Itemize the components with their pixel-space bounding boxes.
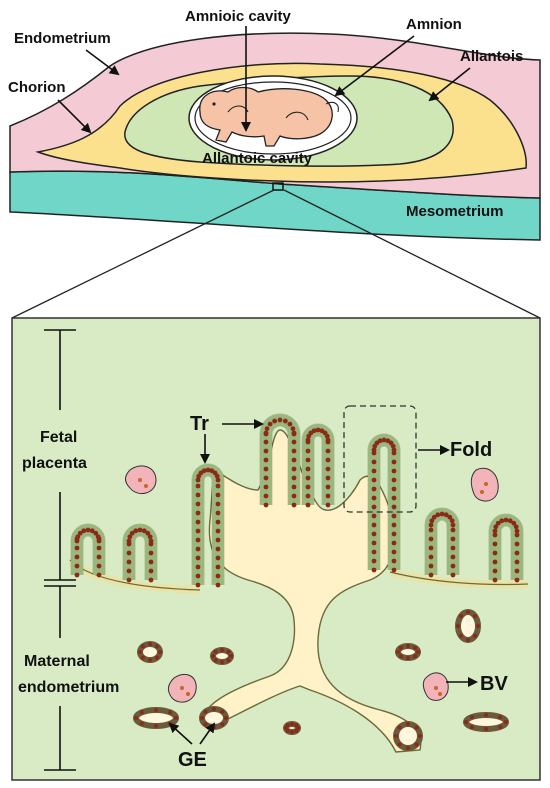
label-maternal-endometrium-line2: endometrium bbox=[18, 679, 119, 696]
villus bbox=[70, 523, 106, 578]
gland bbox=[283, 721, 301, 735]
gland bbox=[395, 643, 421, 661]
villus bbox=[424, 507, 460, 578]
label-tr: Tr bbox=[190, 413, 209, 435]
uterus-overview bbox=[9, 32, 541, 241]
arrow-allantois bbox=[428, 67, 471, 102]
label-maternal-endometrium-line1: Maternal bbox=[24, 653, 90, 670]
gland bbox=[210, 647, 234, 665]
arrow-endometrium bbox=[85, 49, 120, 76]
arrow-ge-right bbox=[199, 722, 216, 745]
label-fetal-placenta-line2: placenta bbox=[22, 455, 87, 472]
arrow-ge-left bbox=[168, 722, 193, 745]
villus-folds bbox=[70, 413, 524, 588]
label-ge: GE bbox=[178, 749, 207, 771]
label-allantois: Allantois bbox=[460, 48, 523, 65]
fetus bbox=[199, 86, 339, 147]
villus bbox=[488, 513, 524, 583]
villus bbox=[259, 413, 301, 508]
label-bv: BV bbox=[480, 673, 508, 695]
zoom-line-left bbox=[11, 189, 275, 319]
scale-fetal-placenta bbox=[44, 329, 76, 581]
villus bbox=[122, 523, 158, 583]
label-fetal-placenta-line1: Fetal bbox=[40, 429, 77, 446]
inset-locator-box bbox=[272, 182, 284, 191]
label-amnioic-cavity: Amnioic cavity bbox=[185, 8, 292, 25]
label-allantoic-cavity: Allantoic cavity bbox=[202, 150, 313, 167]
gland bbox=[199, 706, 229, 730]
blood-vessels bbox=[125, 465, 499, 703]
amnion-inner bbox=[194, 81, 352, 155]
fold-highlight-box bbox=[343, 405, 417, 513]
gland bbox=[393, 721, 423, 751]
villus bbox=[367, 433, 401, 573]
gland bbox=[455, 609, 481, 643]
gland bbox=[463, 712, 509, 732]
arrow-amnion bbox=[334, 35, 415, 97]
villus bbox=[191, 463, 225, 588]
gland bbox=[133, 707, 179, 729]
villus bbox=[301, 423, 335, 508]
scale-maternal-endometrium bbox=[44, 585, 76, 771]
zoom-line-right bbox=[283, 189, 541, 319]
gland bbox=[137, 641, 163, 663]
label-fold: Fold bbox=[450, 439, 492, 461]
arrow-chorion bbox=[57, 99, 92, 134]
placenta-inset: Fetal placenta Maternal endometrium Tr F… bbox=[11, 317, 541, 781]
label-amnion: Amnion bbox=[406, 16, 462, 33]
gland-profiles bbox=[133, 609, 509, 751]
label-chorion: Chorion bbox=[8, 79, 66, 96]
label-endometrium: Endometrium bbox=[14, 30, 111, 47]
label-mesometrium: Mesometrium bbox=[406, 203, 504, 220]
